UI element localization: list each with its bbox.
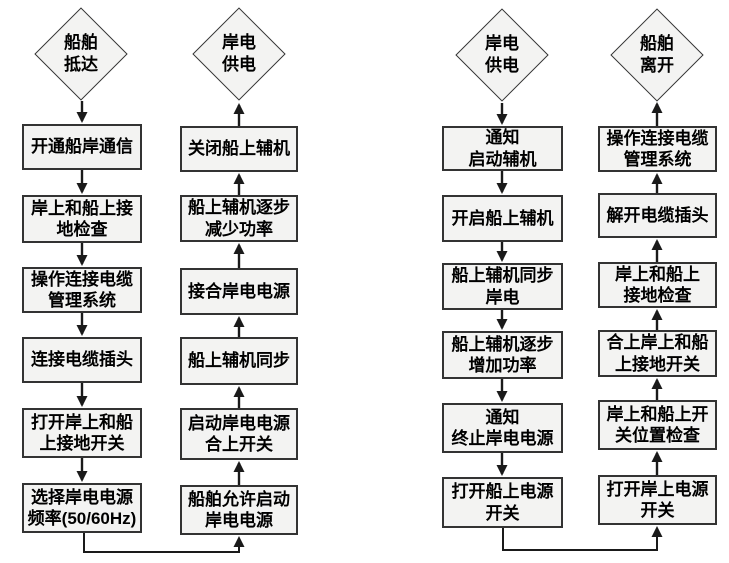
- terminal-label: 岸电 供电: [222, 32, 256, 74]
- flow-step: 连接电缆插头: [22, 337, 142, 383]
- flow-step: 通知 终止岸电电源: [442, 403, 563, 453]
- terminal-label: 岸电 供电: [485, 33, 519, 75]
- flow-step: 合上岸上和船 上接地开关: [598, 330, 717, 377]
- flow-step: 岸上和船上 接地检查: [598, 262, 717, 308]
- terminal-ship-departure: 船舶 离开: [609, 7, 705, 103]
- arrow-elbow: [502, 526, 663, 551]
- flow-step: 开通船岸通信: [22, 124, 142, 170]
- flow-step: 打开岸上和船 上接地开关: [22, 408, 142, 458]
- terminal-shore-power-supply-right: 岸电 供电: [454, 7, 550, 103]
- terminal-label: 船舶 离开: [640, 33, 674, 75]
- flow-step: 操作连接电缆 管理系统: [22, 267, 142, 313]
- flow-step: 关闭船上辅机: [180, 126, 298, 172]
- flow-step: 岸上和船上开 关位置检查: [598, 400, 717, 450]
- flow-step: 船上辅机同步 岸电: [442, 263, 563, 310]
- flow-step: 打开岸上电源 开关: [598, 475, 717, 525]
- flow-step: 启动岸电电源 合上开关: [180, 408, 298, 460]
- flow-step: 开启船上辅机: [442, 195, 563, 242]
- flow-step: 船上辅机逐步 减少功率: [180, 195, 298, 242]
- flow-step: 操作连接电缆 管理系统: [598, 126, 717, 172]
- flow-step: 岸上和船上接 地检查: [22, 195, 142, 243]
- terminal-ship-arrival: 船舶 抵达: [33, 6, 129, 102]
- flow-step: 解开电缆插头: [598, 193, 717, 238]
- terminal-label: 船舶 抵达: [64, 32, 98, 74]
- flow-step: 船上辅机同步: [180, 337, 298, 385]
- flow-step: 选择岸电电源 频率(50/60Hz): [22, 483, 142, 533]
- flow-step: 接合岸电电源: [180, 268, 298, 315]
- terminal-shore-power-supply-left: 岸电 供电: [191, 6, 287, 102]
- flow-step: 船上辅机逐步 增加功率: [442, 331, 563, 379]
- flow-step: 船舶允许启动 岸电电源: [180, 485, 298, 535]
- flow-step: 打开船上电源 开关: [442, 477, 563, 528]
- flow-step: 通知 启动辅机: [442, 126, 563, 171]
- arrow-elbow: [83, 533, 245, 553]
